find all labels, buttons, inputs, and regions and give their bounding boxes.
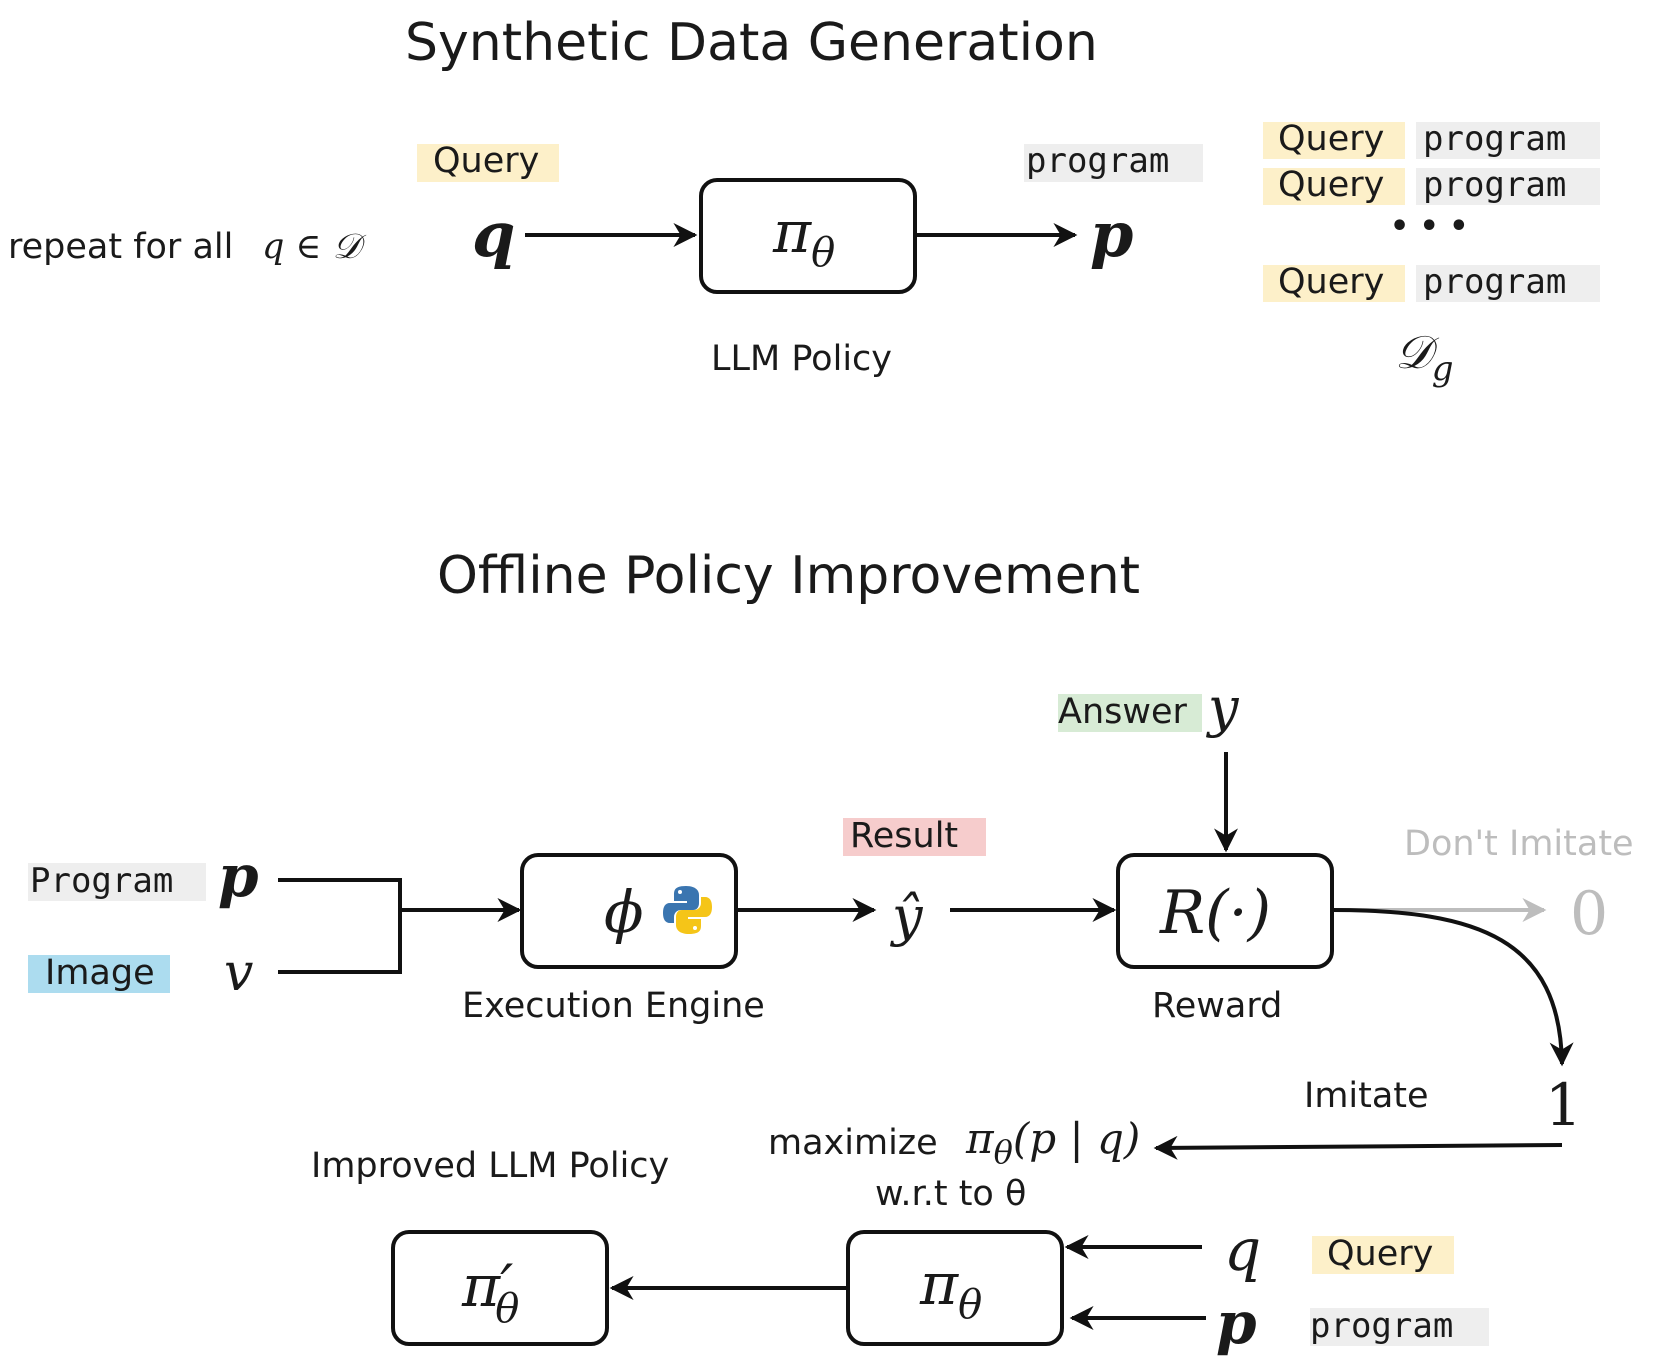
program-tag2-bg <box>28 863 206 901</box>
bottom-program-tag: program <box>1310 1306 1453 1346</box>
answer-tag-bg <box>1058 694 1202 732</box>
dataset-program-3: program <box>1423 262 1566 302</box>
dataset-program-2: program <box>1423 165 1566 205</box>
section1-title: Synthetic Data Generation <box>405 13 1098 73</box>
input-bracket <box>278 878 402 974</box>
bottom-program-tag-bg <box>1310 1308 1489 1346</box>
output-p-symbol: p <box>1090 198 1133 271</box>
repeat-annotation: repeat for all q ∈ 𝒟 <box>8 227 367 267</box>
engine-phi-symbol: ϕ <box>604 878 644 946</box>
maximize-pi: π <box>965 1114 995 1163</box>
dont-imitate-label: Don't Imitate <box>1404 824 1634 864</box>
result-tag-bg <box>843 818 986 856</box>
dataset-g-sub: g <box>1432 349 1454 389</box>
improved-policy-box <box>391 1230 609 1346</box>
answer-y-symbol: y <box>1206 676 1240 739</box>
dataset-query-2: Query <box>1278 165 1384 205</box>
query-tag: Query <box>433 141 539 181</box>
program-input-tag: Program <box>30 861 173 901</box>
dataset-ellipsis: • • • <box>1390 209 1468 244</box>
current-policy-box <box>846 1230 1064 1346</box>
dataset-program-bg-3 <box>1416 265 1600 302</box>
reward-caption: Reward <box>1152 986 1282 1026</box>
program-tag-bg <box>1024 144 1203 182</box>
policy-symbol: πθ <box>772 198 835 276</box>
maximize-args: (p | q) <box>1013 1114 1140 1163</box>
engine-caption: Execution Engine <box>462 986 765 1026</box>
reward-symbol: R(·) <box>1159 878 1271 948</box>
maximize-word: maximize <box>768 1123 938 1163</box>
one-value: 1 <box>1545 1071 1582 1139</box>
repeat-math: q ∈ 𝒟 <box>262 227 367 267</box>
bottom-p-symbol: p <box>1216 1289 1257 1357</box>
query-tag-bg <box>417 144 559 182</box>
dataset-query-bg-2 <box>1263 168 1405 205</box>
result-tag: Result <box>850 816 958 856</box>
bottom-query-tag: Query <box>1327 1234 1433 1274</box>
input-q-symbol: q <box>472 198 515 271</box>
current-policy-symbol: πθ <box>919 1250 982 1328</box>
program-tag: program <box>1026 141 1169 181</box>
improved-pi-prime: π′ <box>461 1252 513 1320</box>
policy-pi: π <box>772 198 812 266</box>
dataset-query-3: Query <box>1278 262 1384 302</box>
dataset-symbol: 𝒟g <box>1395 325 1453 389</box>
python-logo-icon <box>663 886 712 934</box>
zero-value: 0 <box>1570 879 1608 949</box>
dataset-program-bg-1 <box>1416 122 1600 159</box>
dataset-query-1: Query <box>1278 119 1384 159</box>
improved-policy-symbol: π′θ <box>461 1252 519 1332</box>
arrow-reward-to-one <box>1331 908 1574 1067</box>
repeat-text: repeat for all <box>8 227 233 267</box>
section2-title: Offline Policy Improvement <box>437 546 1140 606</box>
improved-theta-sub: θ <box>495 1286 519 1332</box>
dataset-program-bg-2 <box>1416 168 1600 205</box>
image-input-tag: Image <box>45 953 155 993</box>
dataset-list: Query program Query program • • • Query … <box>1263 119 1600 389</box>
imitate-label: Imitate <box>1304 1076 1429 1116</box>
dataset-query-bg-3 <box>1263 265 1405 302</box>
current-pi: π <box>919 1250 959 1318</box>
wrt-text: w.r.t to θ <box>875 1174 1026 1214</box>
policy-theta-sub: θ <box>811 230 835 276</box>
image-tag-bg <box>28 955 170 993</box>
maximize-theta-sub: θ <box>994 1133 1013 1171</box>
maximize-expression: πθ(p | q) <box>965 1114 1140 1171</box>
dataset-query-bg-1 <box>1263 122 1405 159</box>
bottom-query-tag-bg <box>1312 1236 1454 1274</box>
dataset-program-1: program <box>1423 119 1566 159</box>
image-input-symbol: v <box>224 943 253 1003</box>
improved-policy-caption: Improved LLM Policy <box>311 1146 669 1186</box>
program-input-symbol: p <box>218 842 259 910</box>
result-yhat-symbol: ŷ <box>890 885 924 948</box>
current-theta-sub: θ <box>958 1282 982 1328</box>
policy-caption: LLM Policy <box>711 339 892 379</box>
bottom-q-symbol: q <box>1224 1216 1261 1284</box>
answer-tag: Answer <box>1058 692 1188 732</box>
arrow-to-maximize <box>1153 1135 1563 1160</box>
